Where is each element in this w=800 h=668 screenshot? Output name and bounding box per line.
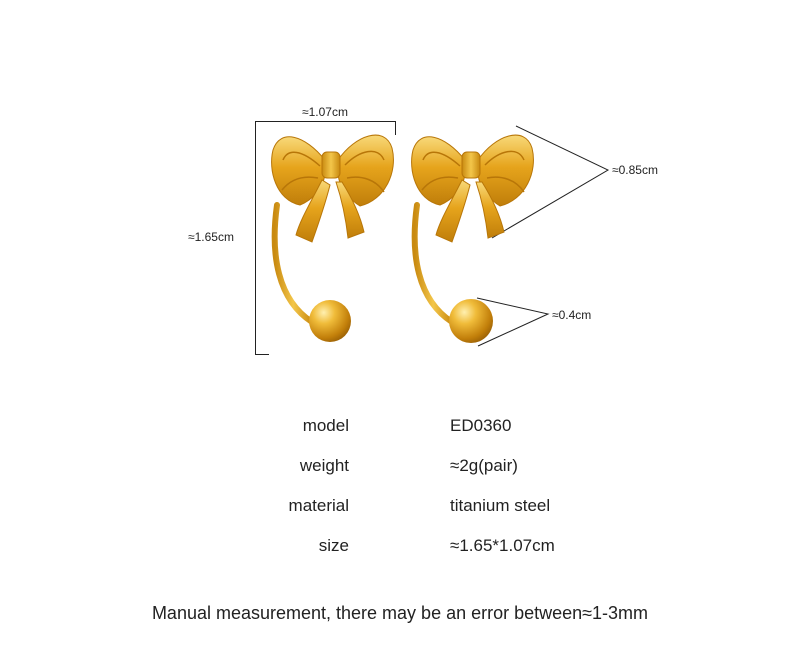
product-illustration — [255, 121, 610, 355]
bow-dimension-label: ≈0.85cm — [612, 163, 658, 177]
width-dimension-label: ≈1.07cm — [302, 105, 348, 119]
left-ball — [309, 300, 351, 342]
spec-label: model — [302, 416, 349, 435]
height-dimension-label: ≈1.65cm — [188, 230, 234, 244]
right-bow — [411, 134, 534, 243]
spec-row-model: model ED0360 — [0, 414, 800, 454]
ball-dimension-label: ≈0.4cm — [552, 308, 592, 322]
spec-row-weight: weight ≈2g(pair) — [0, 454, 800, 494]
ball-dimension-line — [476, 297, 550, 347]
width-dimension-line — [255, 121, 396, 135]
spec-label: weight — [299, 456, 349, 475]
right-earring — [411, 134, 534, 343]
spec-row-material: material titanium steel — [0, 494, 800, 534]
left-bow — [271, 134, 394, 243]
spec-value: ≈2g(pair) — [450, 456, 518, 475]
spec-value: ED0360 — [450, 416, 512, 435]
spec-table: model ED0360 weight ≈2g(pair) material t… — [0, 414, 800, 574]
measurement-footnote: Manual measurement, there may be an erro… — [151, 603, 649, 623]
right-ball — [449, 299, 493, 343]
bow-dimension-line — [491, 125, 610, 239]
spec-value: titanium steel — [450, 496, 551, 515]
right-earring-wire — [411, 202, 455, 325]
spec-label: size — [318, 536, 349, 555]
spec-row-size: size ≈1.65*1.07cm — [0, 534, 800, 574]
left-earring-wire — [271, 202, 315, 325]
left-earring — [271, 134, 394, 342]
spec-value: ≈1.65*1.07cm — [450, 536, 555, 555]
height-dimension-line — [255, 121, 269, 355]
spec-label: material — [288, 496, 349, 515]
